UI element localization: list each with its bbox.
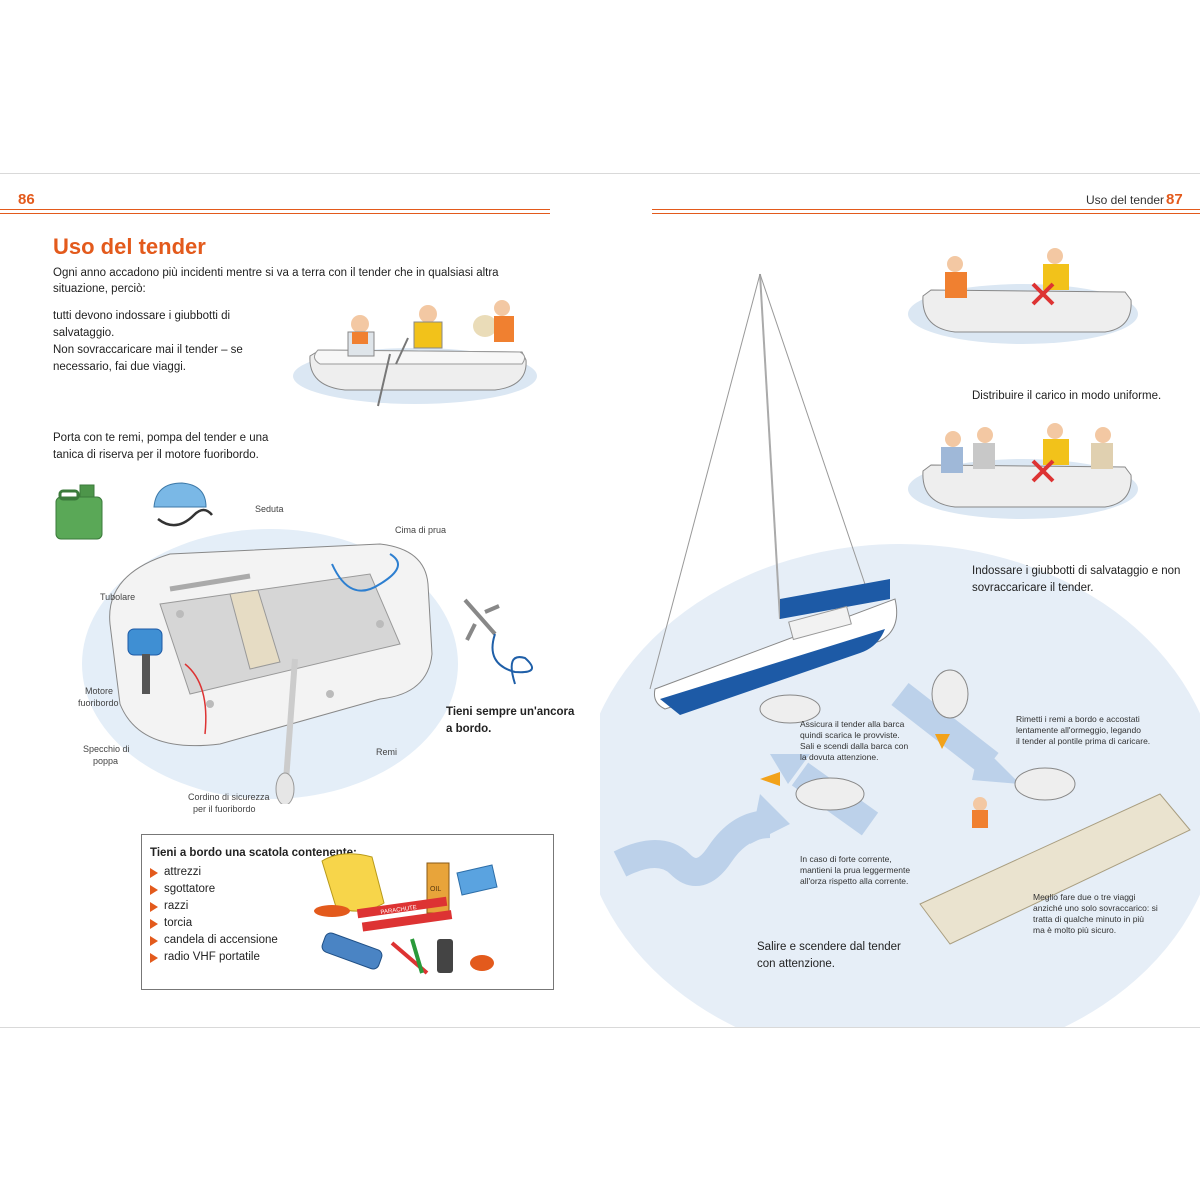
header-rule-left — [0, 209, 550, 210]
tender-diagram — [82, 529, 458, 804]
caption-distribuire: Distribuire il carico in modo uniforme. — [972, 390, 1162, 402]
svg-text:PARACHUTE: PARACHUTE — [380, 905, 417, 916]
page-title: Uso del tender — [53, 234, 206, 259]
label-tubolare: Tubolare — [100, 592, 136, 602]
label-cima: Cima di prua — [395, 525, 447, 535]
intro-text: Ogni anno accadono più incidenti mentre … — [53, 267, 499, 295]
crew-tender-illustration — [293, 300, 537, 407]
header-rule-right-2 — [652, 213, 1200, 214]
label-seduta: Seduta — [255, 504, 284, 514]
balanced-tender-illustration — [908, 248, 1138, 344]
box-item: torcia — [150, 915, 278, 932]
box-item: sgottatore — [150, 881, 278, 898]
anchor-icon — [463, 598, 533, 685]
box-item: razzi — [150, 898, 278, 915]
header-rule-left-2 — [0, 213, 550, 214]
box-item: radio VHF portatile — [150, 949, 278, 966]
docking-scene — [613, 669, 1191, 945]
label-remi: Remi — [376, 747, 398, 757]
fuel-can-icon — [55, 484, 103, 540]
box-item: attrezzi — [150, 864, 278, 881]
safety-box: Tieni a bordo una scatola contenente: at… — [141, 834, 554, 990]
toolbox-items-illustration: OIL PARACHUTE — [314, 853, 498, 975]
page-number-left: 86 — [18, 191, 35, 208]
svg-text:OIL: OIL — [430, 886, 441, 893]
pump-icon — [153, 482, 213, 527]
sailboat-illustration — [649, 273, 898, 715]
page-number-right: 87 — [1166, 191, 1183, 208]
box-item: candela di accensione — [150, 932, 278, 949]
running-header-right: Uso del tender — [1086, 193, 1165, 207]
header-rule-right — [652, 209, 1200, 210]
overloaded-tender-illustration — [908, 423, 1138, 519]
box-heading: Tieni a bordo una scatola contenente: — [150, 847, 357, 859]
book-spread: 86 Uso del tender 87 Uso del tender Ogni… — [0, 173, 1200, 1028]
